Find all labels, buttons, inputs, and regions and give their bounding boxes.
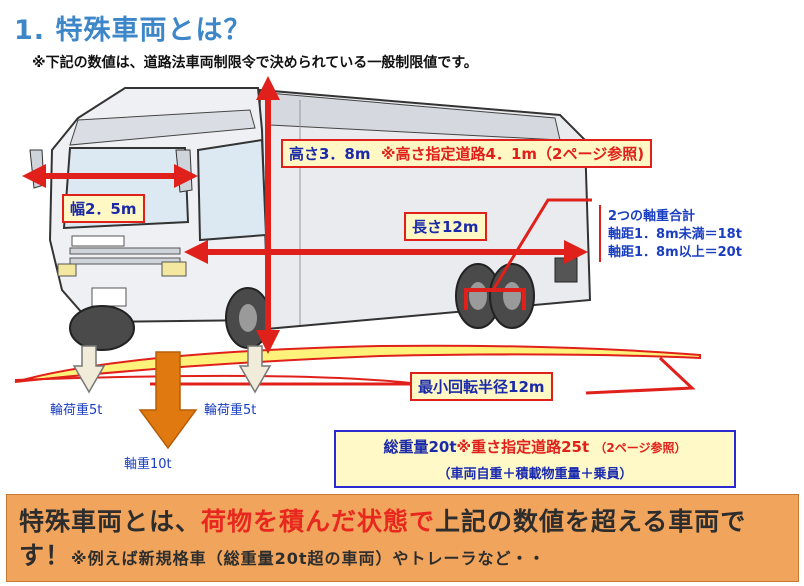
gross-weight-formula: （車両自重＋積載物重量＋乗員）	[437, 467, 633, 482]
axle-bracket	[464, 288, 526, 310]
axle-load-label: 軸重10t	[124, 457, 172, 472]
page-title: 1. 特殊車両とは？	[14, 15, 252, 46]
height-label: 高さ3．8m ※高さ指定道路4．1m（2ページ参照)	[281, 139, 653, 168]
axle-note-line: 軸距1．8m以上＝20t	[608, 245, 742, 260]
length-label: 長さ12m	[404, 212, 487, 241]
wheel-load-left-label: 輪荷重5t	[50, 403, 103, 418]
gross-weight-ref: （2ページ参照）	[594, 441, 687, 455]
axle-load-arrow	[138, 351, 198, 450]
summary-banner: 特殊車両とは、荷物を積んだ状態で上記の数値を超える車両です！※例えば新規格車（総…	[6, 494, 799, 582]
page-subtitle: ※下記の数値は、道路法車両制限令で決められている一般制限値です。	[32, 55, 478, 71]
height-note: ※高さ指定道路4．1m（2ページ参照)	[380, 145, 645, 163]
turning-radius-line	[585, 356, 696, 395]
turning-radius-label: 最小回転半径12m	[410, 372, 553, 401]
summary-part3: 上記の数値を超える車両です！	[19, 507, 747, 570]
gross-weight-main: 総重量20t	[383, 438, 457, 456]
summary-part2: 荷物を積んだ状態で	[201, 507, 436, 536]
summary-part1: 特殊車両とは、	[19, 507, 202, 536]
width-label: 幅2．5m	[62, 194, 145, 223]
wheel-load-arrow-right	[238, 345, 272, 394]
summary-example: ※例えば新規格車（総重量20t超の車両）やトレーラなど・・	[71, 549, 546, 568]
gross-weight-special: ※重さ指定道路25t	[456, 438, 590, 456]
wheel-load-arrow-left	[72, 345, 106, 394]
wheel-load-right-label: 輪荷重5t	[204, 403, 257, 418]
gross-weight-box: 総重量20t※重さ指定道路25t （2ページ参照） （車両自重＋積載物重量＋乗員…	[334, 430, 736, 488]
axle-note-line: 2つの軸重合計	[608, 209, 696, 224]
axle-note-line: 軸距1．8m未満＝18t	[608, 227, 742, 242]
axle-weight-note: 2つの軸重合計 軸距1．8m未満＝18t 軸距1．8m以上＝20t	[608, 208, 742, 262]
